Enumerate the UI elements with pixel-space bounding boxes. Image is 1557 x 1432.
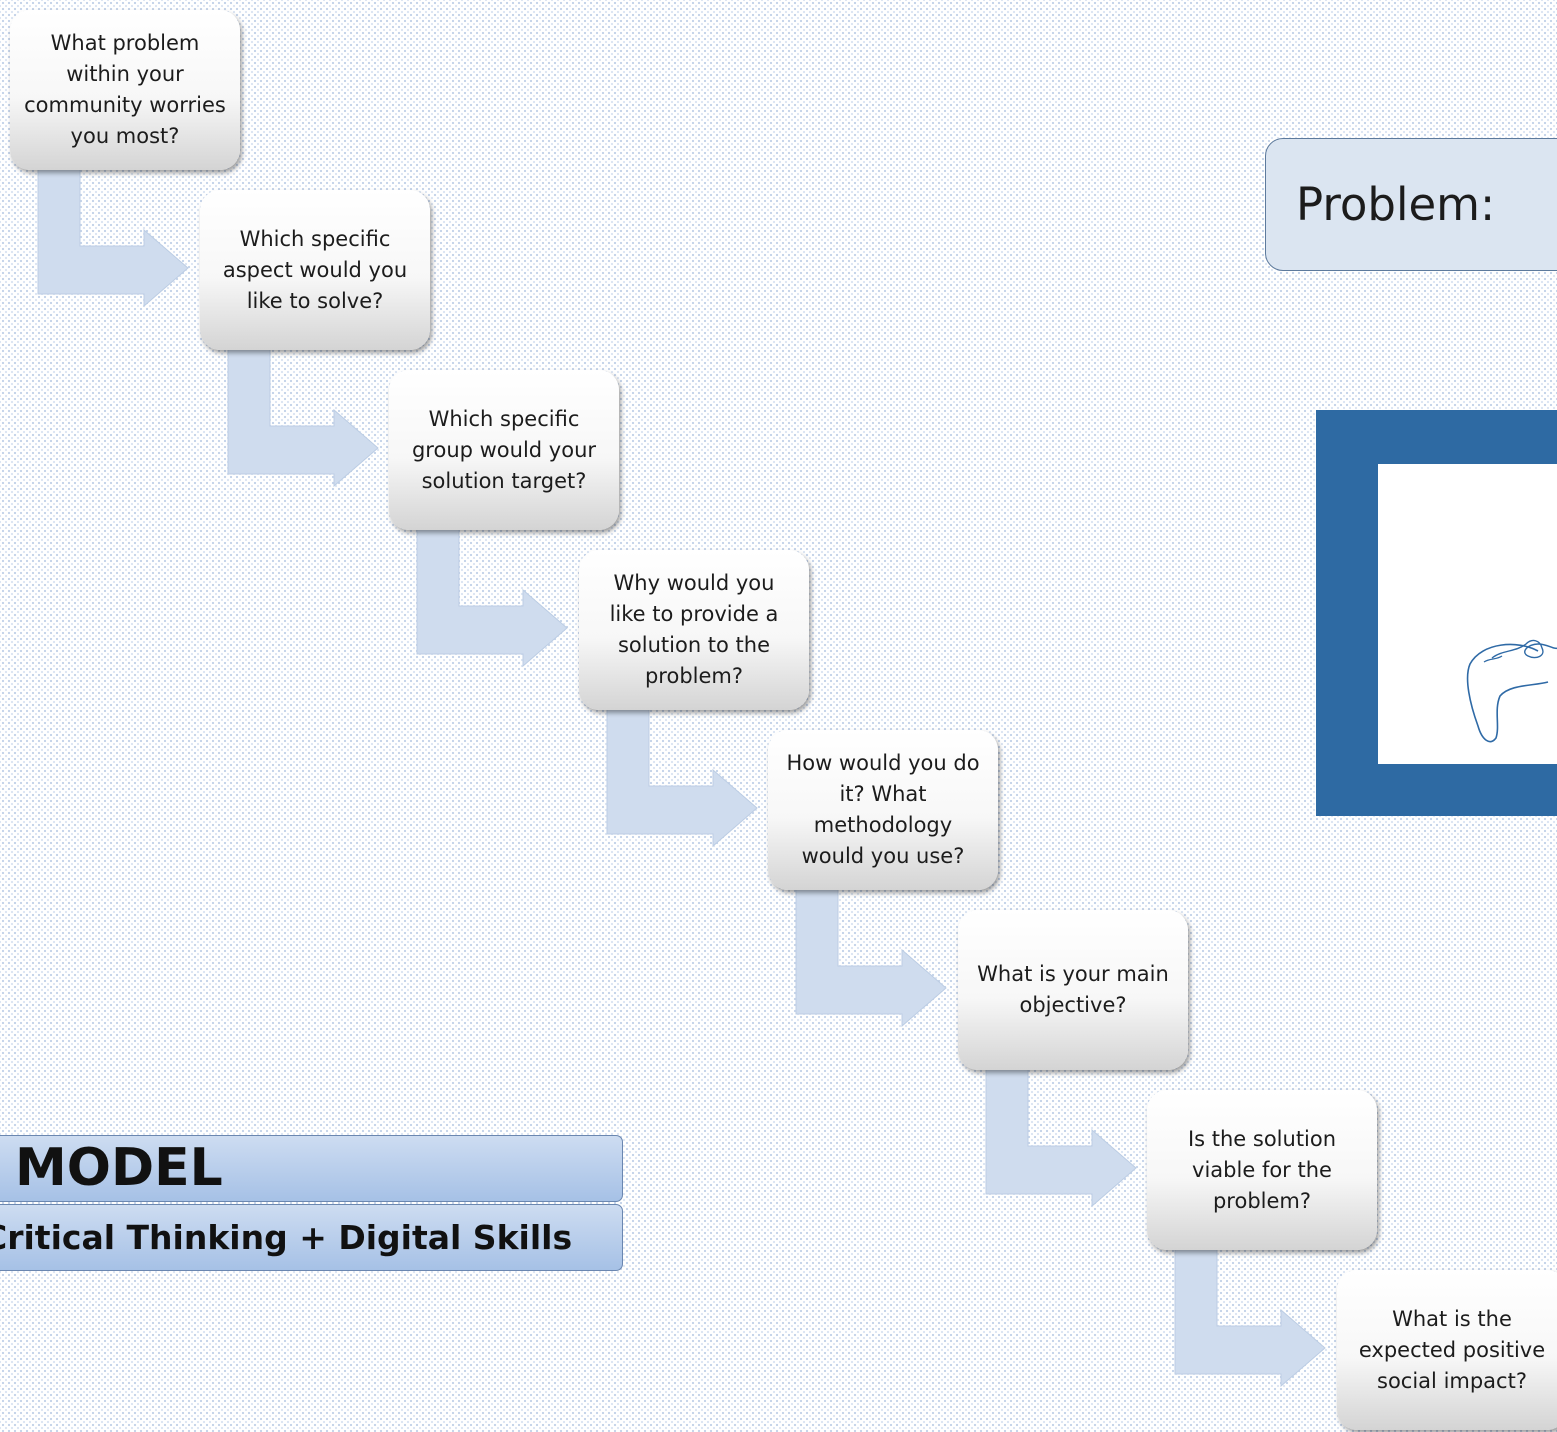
question-text: What is your main objective? [977, 962, 1169, 1017]
connector-arrow [416, 527, 568, 668]
question-text: How would you do it? What methodology wo… [786, 751, 980, 868]
connector-arrow [985, 1067, 1137, 1208]
model-title-banner: MODEL [0, 1135, 623, 1202]
question-box: How would you do it? What methodology wo… [768, 730, 998, 890]
problem-label-box: Problem: [1265, 138, 1557, 271]
question-text: Why would you like to provide a solution… [609, 571, 779, 688]
question-box: Why would you like to provide a solution… [579, 550, 809, 710]
question-box: Is the solution viable for the problem? [1147, 1090, 1377, 1250]
question-box: What problem within your community worri… [10, 10, 240, 170]
connector-arrow [37, 167, 189, 308]
connector-arrow [795, 887, 947, 1028]
question-box: Which specific aspect would you like to … [200, 190, 430, 350]
model-subtitle-banner: Critical Thinking + Digital Skills [0, 1204, 623, 1271]
question-text: What is the expected positive social imp… [1358, 1306, 1546, 1393]
connector-arrow [606, 707, 758, 848]
question-box: Which specific group would your solution… [389, 370, 619, 530]
doodle-illustration [1466, 639, 1557, 743]
question-text: What problem within your community worri… [24, 31, 226, 148]
question-box: What is the expected positive social imp… [1337, 1270, 1557, 1430]
model-subtitle: Critical Thinking + Digital Skills [0, 1218, 573, 1257]
model-title: MODEL [15, 1138, 223, 1198]
question-box: What is your main objective? [958, 910, 1188, 1070]
image-content [1378, 464, 1557, 764]
connector-arrow [227, 347, 379, 488]
question-text: Which specific group would your solution… [411, 406, 597, 493]
image-frame [1316, 410, 1557, 816]
connector-arrow [1174, 1247, 1326, 1388]
problem-label: Problem: [1296, 178, 1496, 231]
question-text: Which specific aspect would you like to … [222, 226, 408, 313]
question-text: Is the solution viable for the problem? [1187, 1126, 1337, 1213]
